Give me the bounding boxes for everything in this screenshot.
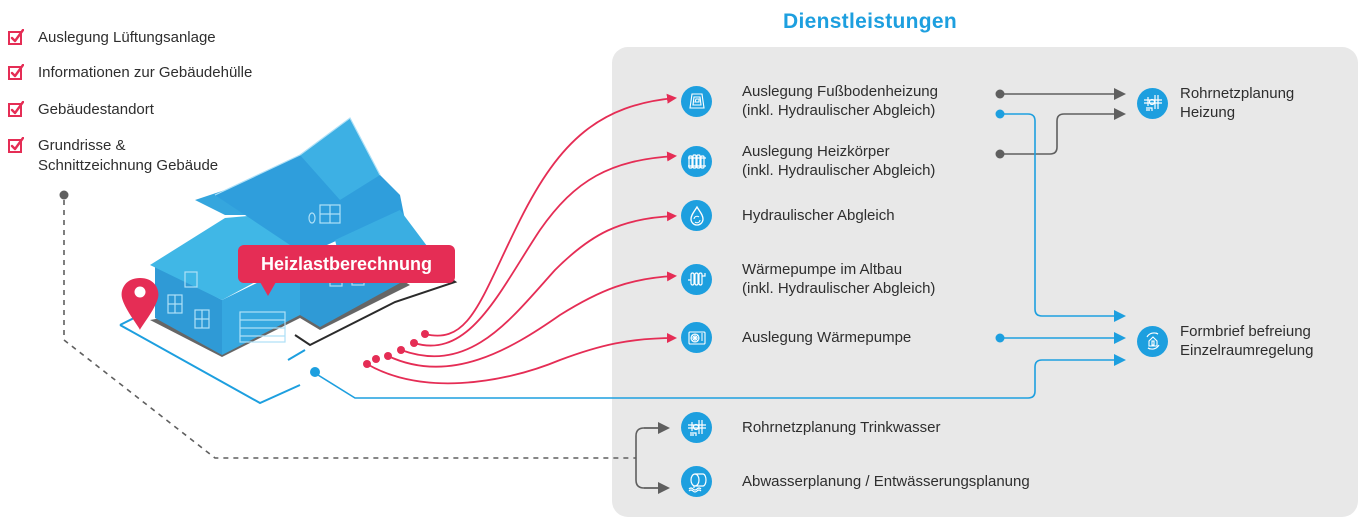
dashed-connector xyxy=(59,190,670,494)
service-label: Auslegung Wärmepumpe xyxy=(742,328,911,347)
requirement-label: Grundrisse & Schnittzeichnung Gebäude xyxy=(38,136,218,176)
blue-connectors xyxy=(995,109,1126,344)
service-label-line: Rohrnetzplanung Trinkwasser xyxy=(742,419,941,436)
blue-connector-house xyxy=(310,354,1126,399)
heat-pump-unit-icon xyxy=(681,322,712,353)
checkbox-checked-icon xyxy=(8,137,24,153)
service-label-line: (inkl. Hydraulischer Abgleich) xyxy=(742,280,936,297)
output-label-line: Formbrief befreiung xyxy=(1180,323,1311,340)
water-drop-cycle-icon xyxy=(681,200,712,231)
checkbox-checked-icon xyxy=(8,64,24,80)
requirement-label-line: Schnittzeichnung Gebäude xyxy=(38,157,219,174)
service-radiator[interactable]: Auslegung Heizkörper (inkl. Hydraulischer… xyxy=(681,142,935,180)
service-hydraulic-balancing[interactable]: Hydraulischer Abgleich xyxy=(681,200,895,231)
checkbox-checked-icon xyxy=(8,101,24,117)
service-drinking-water-pipes[interactable]: Rohrnetzplanung Trinkwasser xyxy=(681,412,940,443)
heating-coil-icon xyxy=(681,263,712,295)
heat-load-calculation-label: Heizlastberechnung xyxy=(238,245,455,296)
service-label-line: (inkl. Hydraulischer Abgleich) xyxy=(742,162,936,179)
requirement-item: Grundrisse & Schnittzeichnung Gebäude xyxy=(8,136,218,176)
service-label-line: Auslegung Fußbodenheizung xyxy=(742,83,938,100)
requirement-label: Gebäudestandort xyxy=(38,101,154,118)
requirement-label-line: Grundrisse & xyxy=(38,137,126,154)
gray-connectors xyxy=(995,88,1126,159)
service-heat-pump-design[interactable]: Auslegung Wärmepumpe xyxy=(681,322,911,353)
radiator-icon xyxy=(681,145,712,177)
pipe-network-icon xyxy=(681,412,712,443)
service-label: Auslegung Heizkörper (inkl. Hydraulischer… xyxy=(742,142,935,180)
services-panel xyxy=(612,47,1358,517)
service-underfloor-heating[interactable]: Auslegung Fußbodenheizung (inkl. Hydrauli… xyxy=(681,82,938,120)
output-label-line: Heizung xyxy=(1180,104,1236,121)
service-label: Auslegung Fußbodenheizung (inkl. Hydrauli… xyxy=(742,82,938,120)
service-label-line: Abwasserplanung / Entwässerungsplanung xyxy=(742,473,1030,490)
service-label-line: (inkl. Hydraulischer Abgleich) xyxy=(742,102,936,119)
requirement-item: Informationen zur Gebäudehülle xyxy=(8,63,252,83)
requirement-label: Informationen zur Gebäudehülle xyxy=(38,64,253,81)
panel-title: Dienstleistungen xyxy=(783,10,957,33)
red-connectors xyxy=(363,93,677,385)
output-label-line: Rohrnetzplanung xyxy=(1180,85,1295,102)
wastewater-pipe-icon xyxy=(681,466,712,497)
connector-layer xyxy=(59,88,1126,494)
output-label-line: Einzelraumregelung xyxy=(1180,342,1314,359)
service-label: Wärmepumpe im Altbau (inkl. Hydraulischer… xyxy=(742,260,935,298)
service-label-line: Auslegung Wärmepumpe xyxy=(742,329,912,346)
service-label: Abwasserplanung / Entwässerungsplanung xyxy=(742,472,1030,491)
service-label-line: Wärmepumpe im Altbau xyxy=(742,261,903,278)
service-label-line: Auslegung Heizkörper xyxy=(742,143,890,160)
pipe-network-icon xyxy=(1137,87,1168,119)
requirement-item: Auslegung Lüftungsanlage xyxy=(8,28,216,48)
underfloor-heating-icon xyxy=(681,85,712,117)
location-pin-icon xyxy=(121,278,159,330)
house-thermostat-cycle-icon xyxy=(1137,325,1168,357)
service-label: Rohrnetzplanung Trinkwasser xyxy=(742,418,940,437)
checkbox-checked-icon xyxy=(8,29,24,45)
service-label: Hydraulischer Abgleich xyxy=(742,206,895,225)
service-wastewater-planning[interactable]: Abwasserplanung / Entwässerungsplanung xyxy=(681,466,1030,497)
service-label-line: Hydraulischer Abgleich xyxy=(742,207,895,224)
requirement-item: Gebäudestandort xyxy=(8,100,154,120)
service-heat-pump-old-building[interactable]: Wärmepumpe im Altbau (inkl. Hydraulischer… xyxy=(681,260,935,298)
requirement-label: Auslegung Lüftungsanlage xyxy=(38,29,216,46)
